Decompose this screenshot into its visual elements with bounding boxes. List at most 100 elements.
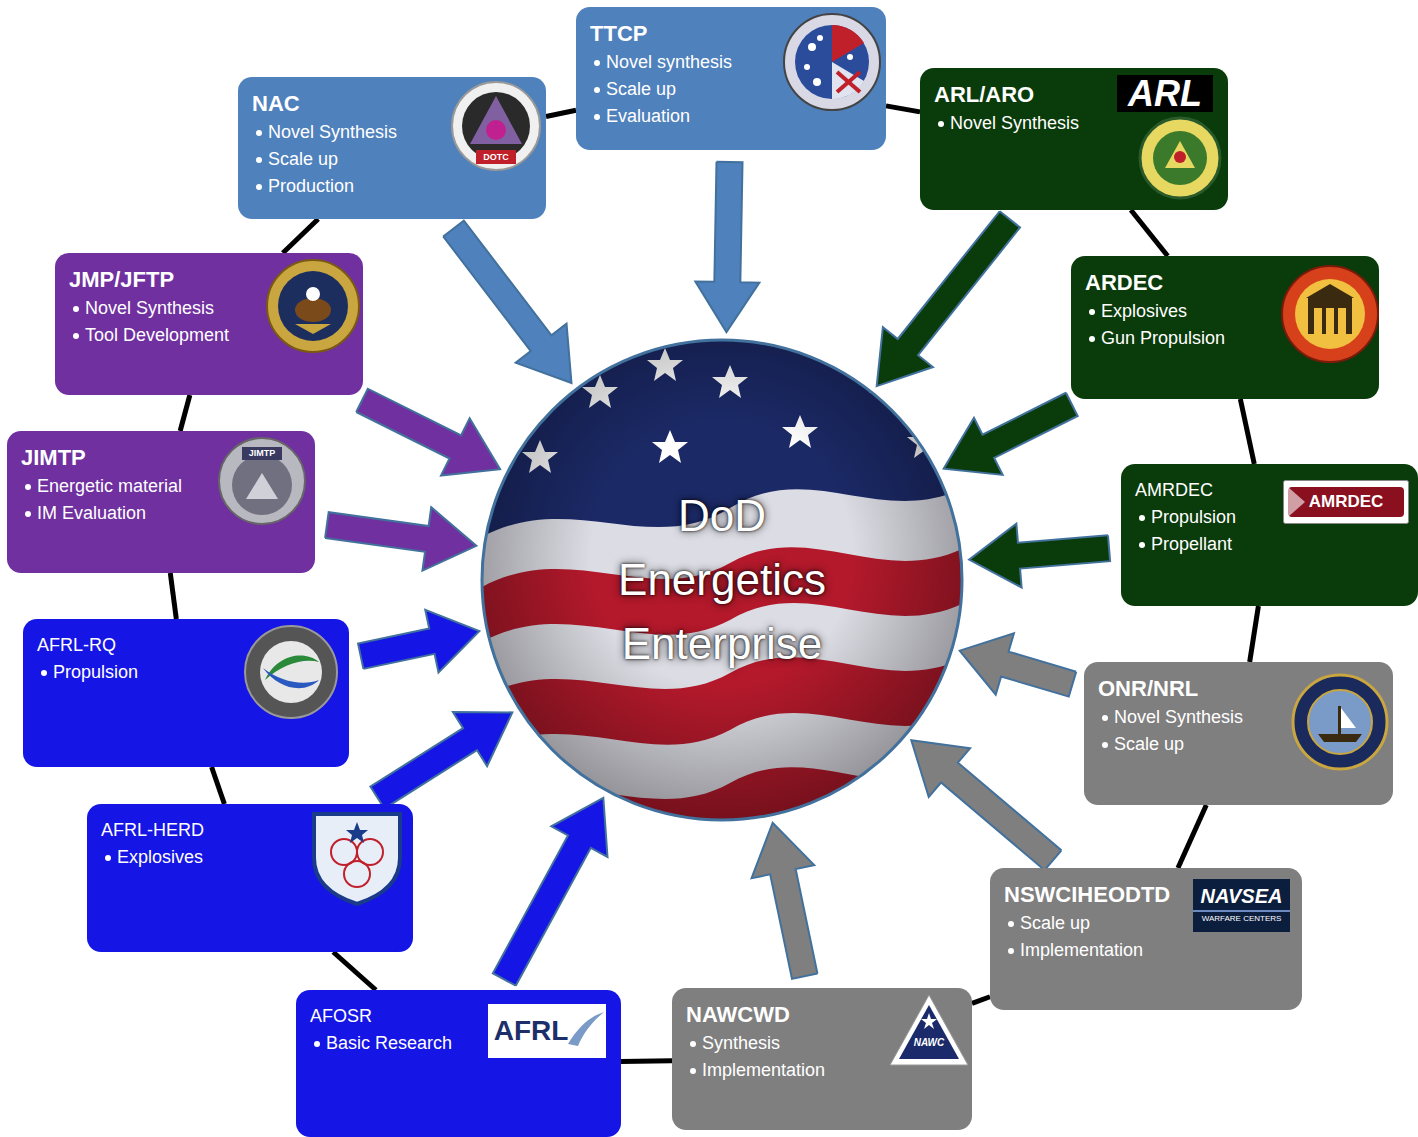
ring-line — [170, 573, 176, 619]
box-texts: ONR/NRLNovel SynthesisScale up — [1098, 674, 1288, 758]
bullet-dot — [1139, 542, 1145, 548]
bullet-dot — [1102, 742, 1108, 748]
circle-shape — [808, 43, 816, 51]
ellipse-shape — [295, 298, 331, 322]
bullet-text: Tool Development — [85, 322, 229, 349]
logo-wordmark: ARL — [1117, 75, 1213, 112]
bullet-text: Basic Research — [326, 1030, 452, 1057]
circle-shape — [260, 641, 322, 703]
ttcp-logo — [782, 12, 882, 112]
bullet-dot — [73, 333, 79, 339]
rect-shape — [1308, 298, 1352, 334]
ardec-logo — [1280, 264, 1380, 364]
bullet-text: Propulsion — [1151, 504, 1236, 531]
ring-line — [212, 767, 225, 804]
box-texts: AMRDECPropulsionPropellant — [1135, 476, 1285, 558]
bullet-dot — [1139, 515, 1145, 521]
path-shape — [470, 96, 522, 144]
box-title: AFRL-RQ — [37, 631, 237, 659]
box-title: TTCP — [590, 19, 780, 49]
path-shape — [921, 1013, 937, 1029]
bullet-dot — [594, 87, 600, 93]
bullet-item: Tool Development — [69, 322, 264, 349]
circle-shape — [813, 78, 821, 86]
bullet-dot — [25, 511, 31, 517]
bullet-item: Basic Research — [310, 1030, 490, 1057]
munitions-shield — [308, 808, 406, 908]
bullet-dot — [25, 484, 31, 490]
box-texts: AFOSRBasic Research — [310, 1002, 490, 1057]
bullet-item: Propulsion — [37, 659, 237, 686]
box-texts: NSWCIHEODTDScale upImplementation — [1004, 880, 1190, 964]
block-arrow — [877, 211, 1020, 386]
circle-shape — [267, 260, 359, 352]
bullet-item: Production — [252, 173, 447, 200]
block-arrow — [752, 823, 818, 979]
rect-shape — [480, 338, 964, 822]
path-shape — [890, 995, 968, 1065]
bullet-dot — [256, 130, 262, 136]
bullet-text: Energetic material — [37, 473, 182, 500]
box-texts: NACNovel SynthesisScale upProduction — [252, 89, 447, 200]
box-title: NSWCIHEODTD — [1004, 880, 1190, 910]
circle-shape — [452, 82, 540, 170]
hub-label: DoD Energetics Enterprise — [592, 484, 852, 676]
circle-shape — [344, 861, 370, 887]
bullet-dot — [1089, 309, 1095, 315]
g-shape — [480, 338, 964, 822]
path-shape — [1165, 141, 1195, 168]
nawc-logo — [888, 993, 970, 1067]
logo-wordmark: JIMTP — [242, 447, 282, 460]
bullet-dot — [314, 1041, 320, 1047]
bullet-text: Evaluation — [606, 103, 690, 130]
circle-shape — [278, 271, 348, 341]
circle-shape — [232, 455, 292, 515]
path-shape — [263, 668, 319, 688]
box-title: JIMTP — [21, 443, 211, 473]
circle-shape — [784, 14, 880, 110]
bullet-item: Novel Synthesis — [252, 119, 447, 146]
circle-shape — [817, 35, 823, 41]
circle-shape — [482, 340, 962, 820]
circle-shape — [1295, 279, 1365, 349]
bullet-text: Scale up — [606, 76, 676, 103]
bullet-text: Scale up — [1020, 910, 1090, 937]
bullet-item: Implementation — [686, 1057, 886, 1084]
circle-shape — [1174, 151, 1186, 163]
circle-shape — [1308, 690, 1372, 754]
logo-wordmark: AMRDEC — [1288, 487, 1404, 517]
logo-wordmark: NAVSEA — [1195, 881, 1288, 911]
block-arrow — [358, 610, 479, 673]
logo-wordmark: NAWC — [909, 1037, 949, 1049]
bullet-text: Explosives — [117, 844, 203, 871]
circle-shape — [1293, 675, 1387, 769]
box-texts: ARDECExplosivesGun Propulsion — [1085, 268, 1280, 352]
bullet-text: Novel Synthesis — [1114, 704, 1243, 731]
bullet-item: Novel Synthesis — [69, 295, 264, 322]
bullet-text: Synthesis — [702, 1030, 780, 1057]
bullet-item: Implementation — [1004, 937, 1190, 964]
ring-line — [1178, 805, 1206, 868]
bullet-text: Implementation — [702, 1057, 825, 1084]
rect-shape — [480, 338, 964, 822]
bullet-dot — [1089, 336, 1095, 342]
box-title: AFRL-HERD — [101, 816, 301, 844]
line-shape — [837, 72, 860, 92]
bullet-text: Scale up — [1114, 731, 1184, 758]
block-arrow — [443, 221, 571, 383]
bullet-text: Gun Propulsion — [1101, 325, 1225, 352]
rect-shape — [1314, 308, 1322, 334]
rect-shape — [1338, 308, 1346, 334]
box-title: ARL/ARO — [934, 80, 1119, 110]
circle-shape — [219, 438, 305, 524]
rect-shape — [1338, 706, 1341, 734]
circle-shape — [245, 626, 337, 718]
path-shape — [832, 62, 864, 99]
bullet-dot — [594, 60, 600, 66]
bullet-dot — [690, 1041, 696, 1047]
bullet-text: Propulsion — [53, 659, 138, 686]
bullet-item: Scale up — [1004, 910, 1190, 937]
circle-shape — [462, 92, 530, 160]
box-title: JMP/JFTP — [69, 265, 264, 295]
circle-shape — [847, 54, 853, 60]
